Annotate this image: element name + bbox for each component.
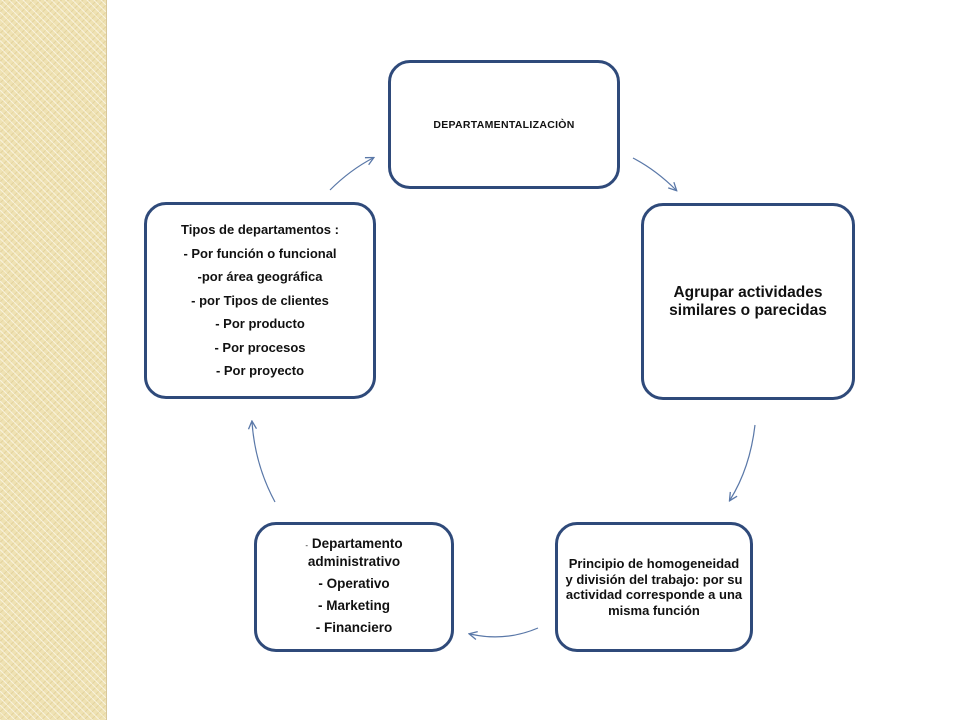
node-departamentalizacion-text: DEPARTAMENTALIZACIÒN	[433, 118, 575, 131]
arrow-departamentalizacion-to-agrupar	[632, 157, 676, 190]
node-tipos-item: -por área geográfica	[197, 269, 323, 285]
node-tipos-de-departamentos: Tipos de departamentos : - Por función o…	[144, 202, 376, 399]
node-tipos-item: - Por producto	[215, 316, 305, 332]
node-principio-homogeneidad-text: Principio de homogeneidad y división del…	[565, 556, 743, 618]
node-departamentos-line-1: - Departamento administrativo	[263, 536, 445, 570]
node-tipos-item: - por Tipos de clientes	[191, 292, 329, 308]
node-departamentos-line-2: - Operativo	[318, 575, 390, 591]
node-departamentalizacion: DEPARTAMENTALIZACIÒN	[388, 60, 620, 189]
decorative-side-strip	[0, 0, 107, 720]
node-tipos-item: - Por función o funcional	[183, 245, 337, 261]
node-tipos-departamento-lista: - Departamento administrativo - Operativ…	[254, 522, 454, 652]
arrow-tipos-to-departamentalizacion	[329, 158, 373, 191]
arrow-principio-to-departamentos	[470, 627, 539, 637]
node-tipos-heading: Tipos de departamentos :	[181, 222, 339, 238]
arrow-departamentos-to-tipos	[252, 422, 276, 503]
node-agrupar-actividades: Agrupar actividades similares o parecida…	[641, 203, 855, 400]
arrow-agrupar-to-principio	[730, 424, 756, 500]
node-departamentos-line-3: - Marketing	[317, 597, 390, 613]
node-departamentos-line-4: - Financiero	[315, 619, 393, 635]
node-principio-homogeneidad: Principio de homogeneidad y división del…	[555, 522, 753, 652]
node-departamentos-first-text: Departamento administrativo	[307, 535, 403, 569]
node-tipos-item: - Por proyecto	[215, 363, 305, 379]
node-departamentos-dash: -	[305, 540, 309, 550]
node-agrupar-actividades-text: Agrupar actividades similares o parecida…	[669, 283, 827, 319]
node-tipos-item: - Por procesos	[214, 339, 306, 355]
